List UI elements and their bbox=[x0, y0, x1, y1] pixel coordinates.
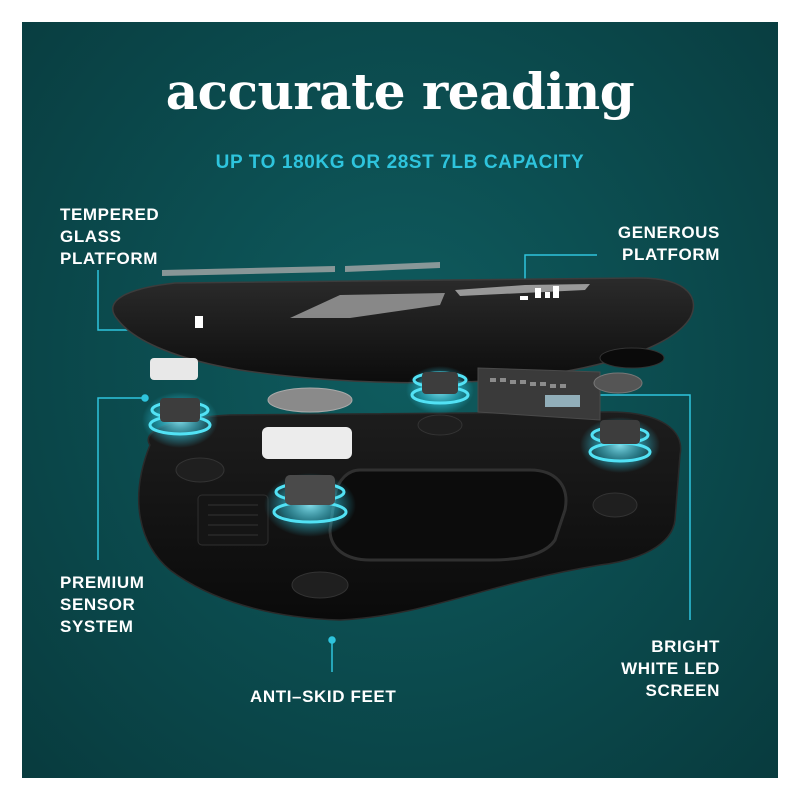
sensor-ring-icon bbox=[580, 417, 660, 473]
sensor-ring-icon bbox=[406, 366, 474, 414]
callout-dot-sensor bbox=[141, 394, 149, 402]
callout-line-1: BRIGHT bbox=[651, 637, 720, 656]
glass-platform bbox=[111, 262, 695, 384]
callout-line-2: GLASS bbox=[60, 227, 122, 246]
callout-line-3: PLATFORM bbox=[60, 249, 158, 268]
battery-icon bbox=[208, 504, 258, 536]
headline: accurate reading bbox=[165, 62, 635, 121]
callout-line-platform bbox=[524, 254, 597, 290]
callout-dot-feet bbox=[328, 636, 336, 644]
callout-tempered-glass: TEMPERED GLASS PLATFORM bbox=[60, 204, 159, 270]
callout-led-screen: BRIGHT WHITE LED SCREEN bbox=[560, 636, 720, 702]
callout-line-1: ANTI–SKID FEET bbox=[250, 687, 397, 706]
battery-compartment bbox=[197, 494, 269, 546]
callout-line-1: TEMPERED bbox=[60, 205, 160, 224]
callout-line-2: PLATFORM bbox=[622, 245, 720, 264]
callout-line-sensor bbox=[97, 397, 145, 560]
callout-line-1: GENEROUS bbox=[617, 223, 720, 242]
callout-anti-skid: ANTI–SKID FEET bbox=[250, 686, 396, 708]
led-board-icon bbox=[477, 367, 643, 421]
callout-line-3: SYSTEM bbox=[60, 617, 134, 636]
callout-line-2: SENSOR bbox=[60, 595, 136, 614]
callout-line-3: SCREEN bbox=[645, 681, 720, 700]
sensor-ring-icon bbox=[142, 358, 218, 448]
speaker-grill bbox=[267, 387, 353, 413]
scale-base bbox=[138, 411, 682, 621]
callout-line-1: PREMIUM bbox=[60, 573, 145, 592]
sensor-ring-icon bbox=[262, 427, 356, 537]
led-display-icon bbox=[520, 286, 559, 300]
callout-premium-sensor: PREMIUM SENSOR SYSTEM bbox=[60, 572, 144, 638]
callout-line-2: WHITE LED bbox=[621, 659, 720, 678]
callout-generous-platform: GENEROUS PLATFORM bbox=[560, 222, 720, 266]
subheadline: UP TO 180KG OR 28ST 7LB CAPACITY bbox=[215, 152, 585, 173]
